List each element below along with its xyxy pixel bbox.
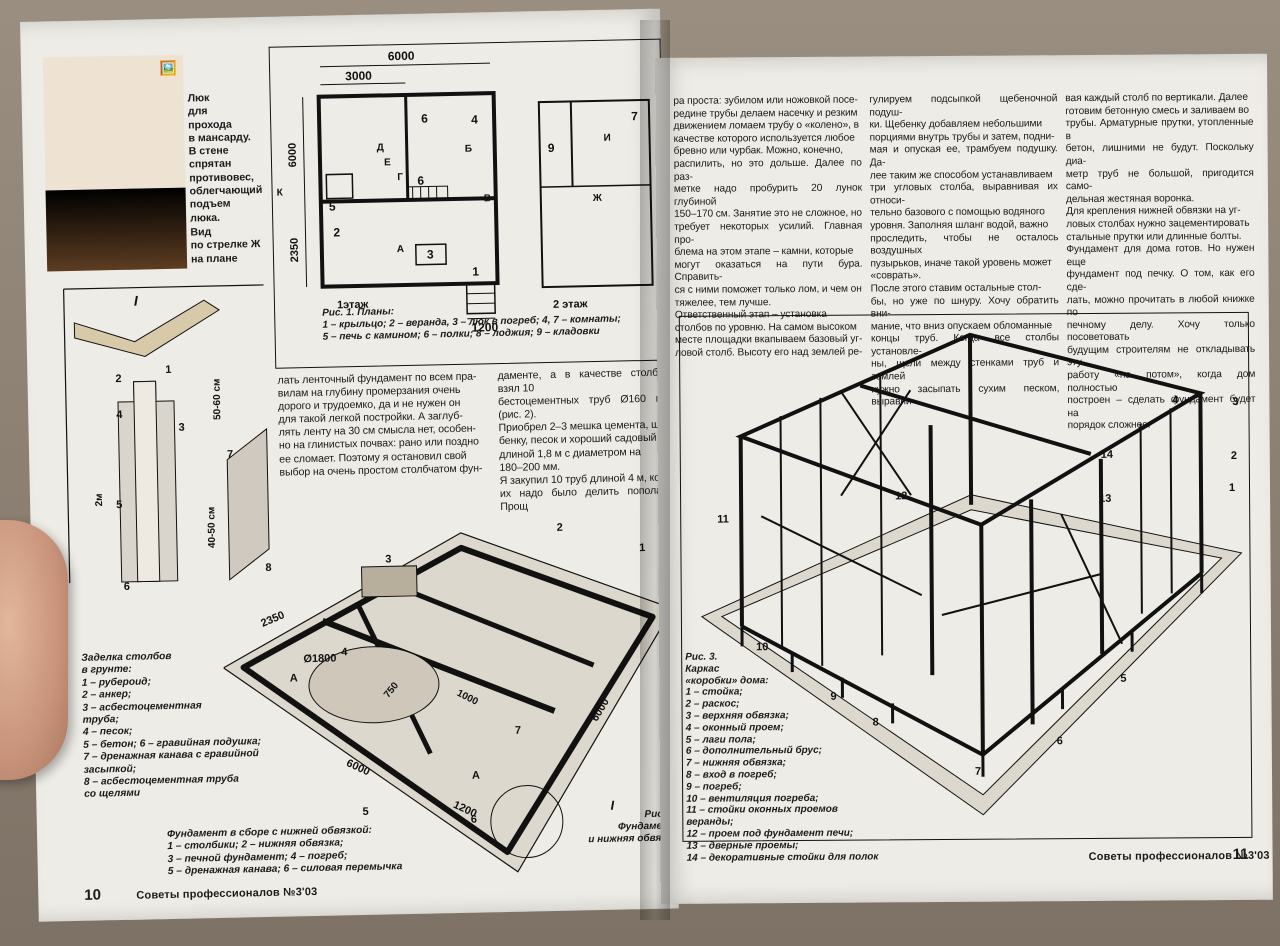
plan-arrow-g: Г [397, 172, 403, 183]
found-dim-1800: Ø1800 [303, 653, 336, 666]
post-label-4: 4 [116, 409, 123, 421]
found-dim-2350: 2350 [259, 609, 286, 630]
plan-room-2: 2 [333, 225, 340, 239]
frame-label-8: 8 [873, 716, 879, 728]
plan-dim-6000: 6000 [388, 49, 415, 64]
section-label-I: I [134, 293, 139, 309]
plan-room-3: 3 [427, 247, 434, 261]
frame-label-11: 11 [717, 513, 729, 525]
plan-floor1-label: 1этаж [337, 299, 369, 312]
hatch-photo: 🖼️ [42, 54, 188, 272]
plan-room-5: 5 [329, 199, 336, 213]
post-label-5: 5 [116, 499, 122, 511]
frame-label-1: 1 [1229, 482, 1235, 494]
frame-drawing: 1 2 3 4 5 6 7 8 9 10 11 12 13 14 [700, 332, 1243, 816]
plan-room-9: 9 [548, 141, 555, 155]
post-label-2: 2 [115, 373, 121, 385]
frame-label-12: 12 [895, 490, 907, 502]
plan-room-4: 4 [471, 112, 478, 126]
photo-caption-view: Вид по стрелке Ж на плане [190, 226, 261, 266]
foundation-figure: 3 2 1 4 5 6 7 I А А 2350 Ø1800 750 1000 … [220, 498, 678, 897]
found-label-3: 3 [385, 553, 391, 565]
plan-floor2-label: 2 этаж [553, 298, 588, 311]
book-gutter [640, 20, 670, 920]
plan-dim-3000: 3000 [345, 69, 372, 84]
found-label-6: 6 [471, 814, 477, 826]
plan-arrow-k-left: К [277, 188, 284, 199]
post-label-3: 3 [178, 422, 184, 434]
found-label-7: 7 [515, 725, 521, 737]
frame-label-6: 6 [1057, 735, 1063, 747]
fig3-caption: Рис. 3. Каркас «коробки» дома: 1 – стойк… [685, 651, 879, 864]
plan-arrow-v: В [484, 193, 491, 204]
floor-plan-figure: 6000 3000 6000 2350 1200 1этаж 5 [268, 38, 668, 369]
left-running-head: Советы профессионалов №3'03 [136, 885, 318, 902]
plan-room-1: 1 [472, 264, 479, 278]
found-label-1: 1 [639, 542, 645, 554]
thumb [0, 520, 68, 780]
frame-figure: 1 2 3 4 5 6 7 8 9 10 11 12 13 14 [678, 311, 1253, 842]
plan-arrow-d: Д [377, 142, 384, 153]
plan-room-6b: 6 [417, 174, 424, 188]
frame-label-9: 9 [830, 691, 836, 703]
found-label-A2: А [472, 770, 480, 782]
found-label-4: 4 [341, 646, 348, 658]
post-label-1: 1 [165, 364, 171, 376]
right-folio: 11 [1232, 845, 1249, 863]
post-dim-50-60: 50-60 см [212, 379, 224, 421]
plan-arrow-e: Е [384, 157, 391, 168]
plan-arrow-a: А [397, 244, 404, 255]
frame-label-2: 2 [1231, 450, 1237, 462]
left-page: 🖼️ Люк для прохода в мансарду. В стене с… [20, 8, 679, 922]
floor-plan-drawing: 6000 3000 6000 2350 1200 1этаж 5 [277, 49, 654, 335]
photo-caption: Люк для прохода в мансарду. В стене спря… [187, 92, 263, 225]
frame-label-10: 10 [756, 641, 768, 653]
plan-room-7: 7 [631, 109, 638, 123]
found-label-5: 5 [362, 806, 368, 818]
found-label-A1: А [290, 672, 298, 684]
plan-dim-1200: 1200 [471, 320, 498, 335]
plan-dim-6000-v: 6000 [287, 143, 300, 168]
plan-arrow-i: И [603, 133, 610, 144]
frame-label-13: 13 [1099, 493, 1111, 505]
found-label-I: I [610, 798, 614, 813]
found-label-2: 2 [557, 522, 563, 534]
frame-label-4: 4 [1172, 394, 1179, 406]
fig1-caption: Рис. 1. Планы: 1 – крыльцо; 2 – веранда,… [322, 306, 621, 343]
plan-arrow-b: Б [465, 144, 472, 155]
left-folio: 10 [84, 886, 102, 904]
post-label-6: 6 [124, 581, 130, 593]
foundation-drawing: 3 2 1 4 5 6 7 I А А 2350 Ø1800 750 1000 … [222, 522, 674, 873]
right-page: ра проста: зубилом или ножовкой посе- ре… [655, 53, 1273, 904]
post-detail-figure: I 2 1 4 3 5 6 7 8 50-60 см 2м 40-50 см [53, 279, 280, 604]
frame-label-7: 7 [975, 766, 981, 778]
plan-arrow-zh: Ж [592, 193, 603, 204]
frame-label-5: 5 [1120, 673, 1126, 685]
frame-label-3: 3 [1232, 396, 1238, 408]
post-label-8: 8 [265, 562, 271, 574]
left-text-col1: лать ленточный фундамент по всем пра- ви… [277, 370, 483, 479]
post-label-7: 7 [227, 449, 233, 461]
post-dim-2m: 2м [94, 493, 105, 506]
frame-label-14: 14 [1101, 449, 1114, 461]
plan-dim-2350: 2350 [289, 238, 302, 263]
plan-room-6a: 6 [421, 111, 428, 125]
found-caption: Фундамент в сборе с нижней обвязкой: 1 –… [166, 824, 403, 878]
post-dim-40-50: 40-50 см [206, 507, 218, 549]
post-detail-drawing: I 2 1 4 3 5 6 7 8 50-60 см 2м 40-50 см [63, 284, 272, 593]
